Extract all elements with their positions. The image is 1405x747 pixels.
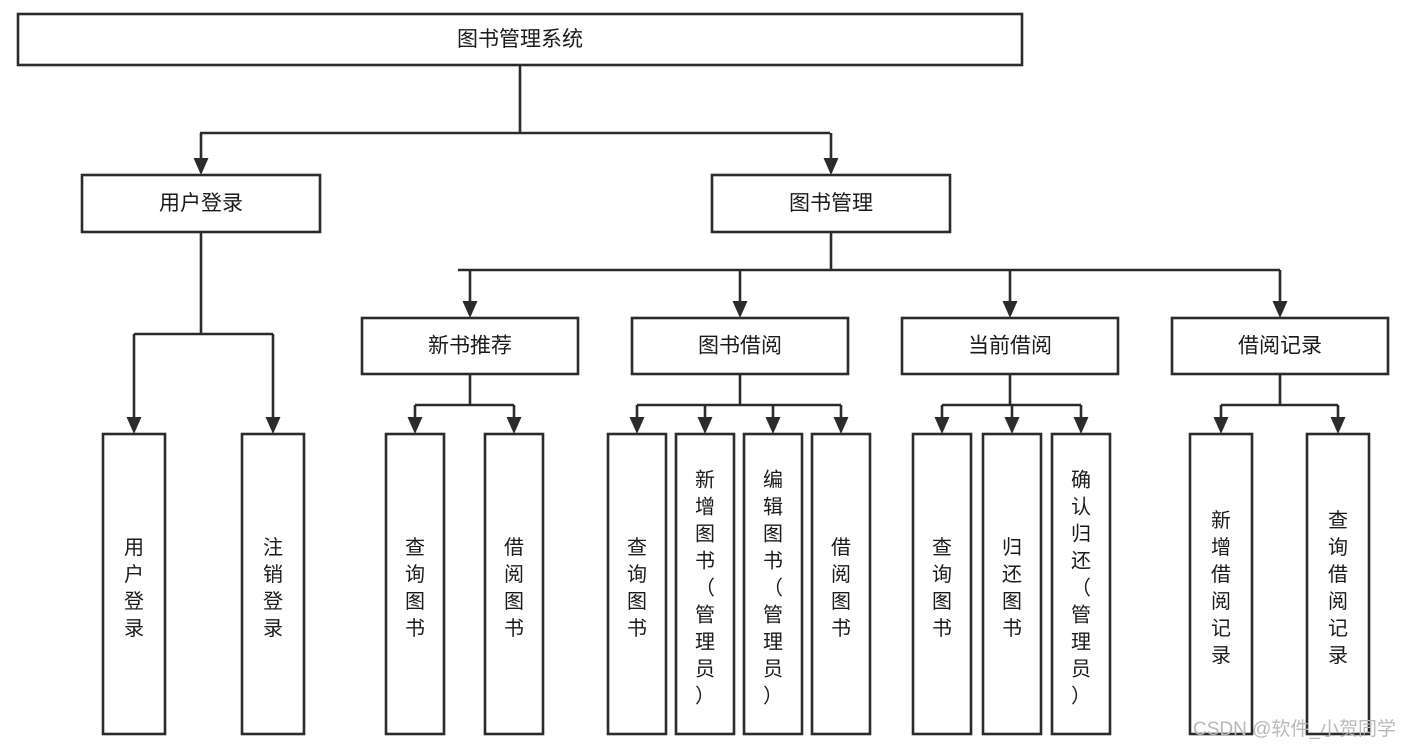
node-current-borrow-box[interactable] — [900, 316, 1120, 376]
node-leaf-user-login-box[interactable] — [101, 432, 167, 736]
conn-book-borrow-to-leaf-edit-book-arrowhead — [765, 417, 781, 434]
node-leaf-return-book-label: 归还图书 — [1002, 536, 1022, 640]
conn-current-borrow-to-leaf-confirm-return-arrowhead — [1073, 417, 1089, 434]
node-new-book-recommend-box[interactable] — [360, 316, 580, 376]
node-leaf-query-record[interactable]: 查询借阅记录 — [1305, 432, 1371, 736]
node-new-book-recommend[interactable]: 新书推荐 — [360, 316, 580, 376]
node-leaf-confirm-return-box[interactable] — [1050, 432, 1112, 736]
node-leaf-query-record-label: 查询借阅记录 — [1328, 509, 1348, 667]
conn-user-login-to-leaf-user-login-arrowhead — [126, 417, 142, 434]
node-book-borrow-box[interactable] — [630, 316, 850, 376]
node-leaf-query-book-2-label: 查询图书 — [627, 536, 647, 640]
node-leaf-query-book-1-box[interactable] — [384, 432, 446, 736]
node-book-borrow[interactable]: 图书借阅 — [630, 316, 850, 376]
node-root[interactable]: 图书管理系统 — [16, 12, 1024, 67]
conn-current-borrow-to-leaf-query-book-3-arrowhead — [934, 417, 950, 434]
node-leaf-edit-book-box[interactable] — [742, 432, 804, 736]
node-root-label: 图书管理系统 — [457, 28, 583, 51]
node-leaf-borrow-book-1[interactable]: 借阅图书 — [483, 432, 545, 736]
node-leaf-query-book-1-label: 查询图书 — [405, 536, 425, 640]
node-current-borrow-label: 当前借阅 — [968, 335, 1052, 358]
node-leaf-add-record-label: 新增借阅记录 — [1211, 509, 1231, 667]
node-leaf-query-book-3-label: 查询图书 — [932, 536, 952, 640]
node-leaf-edit-book-label: 编辑图书（管理员） — [763, 469, 783, 708]
node-new-book-recommend-label: 新书推荐 — [428, 335, 512, 358]
conn-book-management-to-borrow-record-arrowhead — [1272, 301, 1288, 318]
node-leaf-return-book-box[interactable] — [981, 432, 1043, 736]
conn-user-login-to-leaf-logout-arrowhead — [265, 417, 281, 434]
node-leaf-borrow-book-2-box[interactable] — [810, 432, 872, 736]
node-root-box[interactable] — [16, 12, 1024, 67]
node-leaf-confirm-return[interactable]: 确认归还（管理员） — [1050, 432, 1112, 736]
node-leaf-logout-label: 注销登录 — [263, 536, 283, 640]
node-leaf-query-book-3[interactable]: 查询图书 — [911, 432, 973, 736]
node-current-borrow[interactable]: 当前借阅 — [900, 316, 1120, 376]
conn-book-management-to-current-borrow-arrowhead — [1002, 301, 1018, 318]
node-leaf-add-book-label: 新增图书（管理员） — [695, 469, 715, 708]
node-leaf-borrow-book-2-label: 借阅图书 — [831, 536, 851, 640]
conn-book-borrow-to-leaf-query-book-2-arrowhead — [629, 417, 645, 434]
node-leaf-user-login-label: 用户登录 — [124, 537, 144, 640]
node-leaf-user-login[interactable]: 用户登录 — [101, 432, 167, 736]
conn-book-management-to-new-book-recommend-arrowhead — [462, 301, 478, 318]
node-book-borrow-label: 图书借阅 — [698, 335, 782, 358]
node-leaf-query-book-2-box[interactable] — [606, 432, 668, 736]
node-borrow-record-label: 借阅记录 — [1238, 335, 1322, 358]
conn-book-borrow-to-leaf-add-book-arrowhead — [697, 417, 713, 434]
node-leaf-borrow-book-1-label: 借阅图书 — [504, 536, 524, 640]
conn-new-book-to-leaf-query-book-1-arrowhead — [407, 417, 423, 434]
node-leaf-add-record[interactable]: 新增借阅记录 — [1188, 432, 1254, 736]
conn-borrow-record-to-leaf-add-record-arrowhead — [1213, 417, 1229, 434]
node-book-management-label: 图书管理 — [789, 192, 873, 215]
node-leaf-add-book[interactable]: 新增图书（管理员） — [674, 432, 736, 736]
conn-new-book-to-leaf-borrow-book-1-arrowhead — [506, 417, 522, 434]
node-layer: 图书管理系统用户登录图书管理新书推荐图书借阅当前借阅借阅记录用户登录注销登录查询… — [16, 12, 1390, 736]
node-borrow-record-box[interactable] — [1170, 316, 1390, 376]
conn-root-to-book-management-arrowhead — [823, 158, 839, 175]
node-leaf-query-book-3-box[interactable] — [911, 432, 973, 736]
csdn-watermark: CSDN @软件_小贺同学 — [1193, 718, 1396, 740]
node-user-login-box[interactable] — [80, 173, 322, 234]
node-user-login[interactable]: 用户登录 — [80, 173, 322, 234]
node-book-management-box[interactable] — [710, 173, 952, 234]
node-borrow-record[interactable]: 借阅记录 — [1170, 316, 1390, 376]
node-user-login-label: 用户登录 — [159, 192, 243, 215]
conn-book-management-to-book-borrow-arrowhead — [732, 301, 748, 318]
node-leaf-add-record-box[interactable] — [1188, 432, 1254, 736]
conn-borrow-record-to-leaf-query-record-arrowhead — [1330, 417, 1346, 434]
node-leaf-logout[interactable]: 注销登录 — [240, 432, 306, 736]
node-leaf-query-record-box[interactable] — [1305, 432, 1371, 736]
node-leaf-borrow-book-1-box[interactable] — [483, 432, 545, 736]
node-leaf-query-book-2[interactable]: 查询图书 — [606, 432, 668, 736]
node-leaf-return-book[interactable]: 归还图书 — [981, 432, 1043, 736]
node-leaf-confirm-return-label: 确认归还（管理员） — [1071, 469, 1091, 708]
conn-book-borrow-to-leaf-borrow-book-2-arrowhead — [833, 417, 849, 434]
node-leaf-borrow-book-2[interactable]: 借阅图书 — [810, 432, 872, 736]
connector-layer — [126, 65, 1346, 434]
node-book-management[interactable]: 图书管理 — [710, 173, 952, 234]
node-leaf-query-book-1[interactable]: 查询图书 — [384, 432, 446, 736]
conn-current-borrow-to-leaf-return-book-arrowhead — [1004, 417, 1020, 434]
conn-root-to-user-login-arrowhead — [193, 158, 209, 175]
node-leaf-edit-book[interactable]: 编辑图书（管理员） — [742, 432, 804, 736]
node-leaf-logout-box[interactable] — [240, 432, 306, 736]
node-leaf-add-book-box[interactable] — [674, 432, 736, 736]
